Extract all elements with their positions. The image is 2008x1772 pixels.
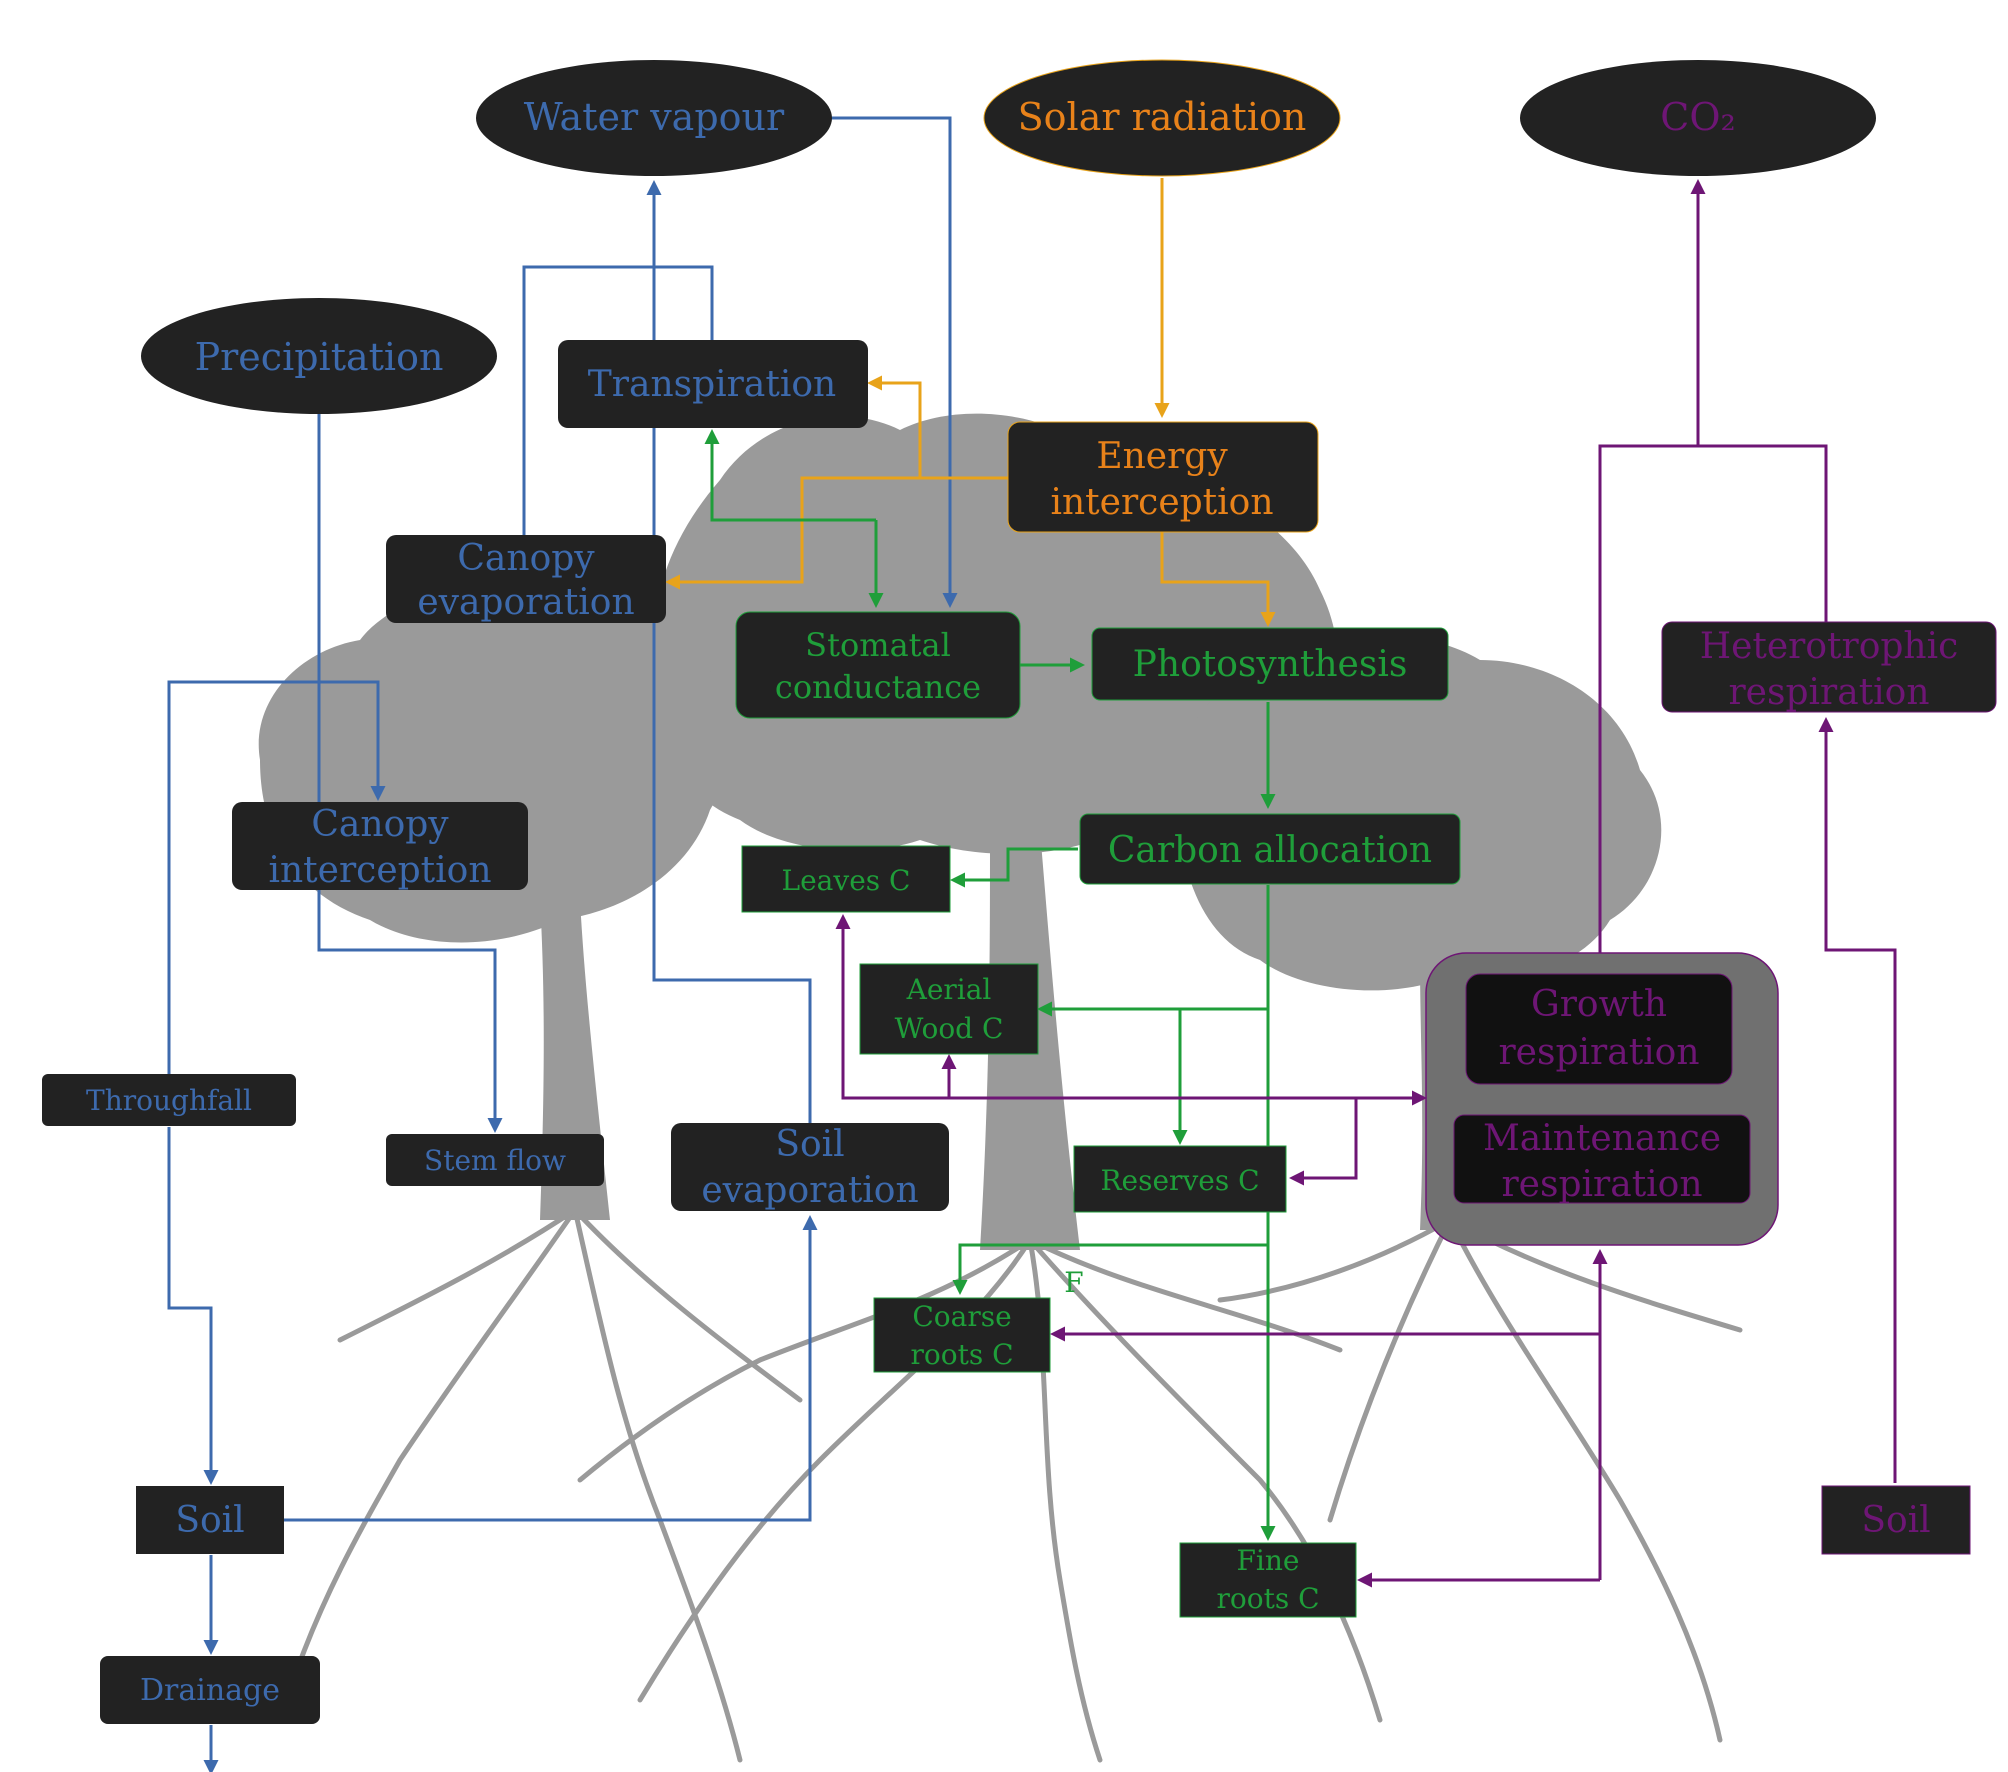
node-growth-respiration: Growth respiration (1465, 973, 1733, 1085)
growth-respiration-to-co2-line (1598, 444, 1828, 953)
soil-right-label: Soil (1861, 1500, 1930, 1541)
photosynthesis-label: Photosynthesis (1133, 644, 1408, 685)
node-stomatal-conductance: Stomatal conductance (735, 611, 1021, 719)
stomatal-to-transpiration-line (704, 429, 876, 522)
heterotrophic-respiration-line2: respiration (1728, 672, 1929, 713)
node-canopy-interception: Canopy interception (232, 802, 528, 891)
soil-left-label: Soil (175, 1500, 244, 1541)
energy-interception-line2: interception (1050, 482, 1273, 523)
reserves-c-label: Reserves C (1100, 1164, 1259, 1197)
node-coarse-roots-c: Coarse roots C (873, 1297, 1051, 1373)
node-maintenance-respiration: Maintenance respiration (1453, 1114, 1751, 1205)
node-transpiration: Transpiration (558, 340, 868, 428)
coarse-roots-c-line1: Coarse (912, 1300, 1011, 1333)
co2-label: CO₂ (1660, 95, 1735, 139)
node-heterotrophic-respiration: Heterotrophic respiration (1661, 621, 1997, 713)
throughfall-label: Throughfall (86, 1084, 252, 1117)
precipitation-label: Precipitation (195, 335, 444, 379)
node-drainage: Drainage (100, 1656, 320, 1724)
respiration-flow-lines (835, 179, 1897, 1588)
roots (287, 1207, 1743, 1763)
node-carbon-allocation: Carbon allocation (1079, 813, 1461, 885)
energy-to-photosynthesis-line (1160, 532, 1276, 627)
node-co2: CO₂ (1520, 60, 1876, 176)
maintenance-respiration-line2: respiration (1501, 1164, 1702, 1205)
solar-radiation-label: Solar radiation (1018, 95, 1307, 139)
stomatal-conductance-line2: conductance (775, 668, 981, 706)
node-soil-right: Soil (1821, 1485, 1971, 1555)
allocation-to-coarse-roots-line (952, 1243, 1268, 1295)
node-fine-roots-c: Fine roots C (1179, 1542, 1357, 1618)
aerial-wood-c-line2: Wood C (895, 1012, 1004, 1045)
growth-respiration-line1: Growth (1531, 984, 1667, 1025)
node-soil-left: Soil (136, 1486, 284, 1554)
fine-roots-c-line2: roots C (1216, 1582, 1319, 1615)
soil-to-heterotrophic-line (1818, 717, 1897, 1483)
aerial-wood-c-line1: Aerial (906, 973, 992, 1006)
drainage-label: Drainage (140, 1673, 280, 1708)
stray-letter-f: F (1064, 1266, 1083, 1299)
node-stem-flow: Stem flow (386, 1134, 604, 1186)
node-throughfall: Throughfall (42, 1074, 296, 1126)
precipitation-to-canopy-interception-line (167, 680, 386, 1075)
energy-flow-lines (665, 178, 1276, 627)
water-vapour-to-stomatal-line (825, 116, 958, 608)
canopy-evaporation-line1: Canopy (457, 538, 595, 579)
growth-respiration-line2: respiration (1498, 1032, 1699, 1073)
heterotrophic-respiration-line1: Heterotrophic (1700, 626, 1959, 667)
stem-flow-label: Stem flow (424, 1144, 566, 1177)
canopy-evap-to-transpiration-line (522, 265, 714, 535)
coarse-roots-c-line2: roots C (910, 1338, 1013, 1371)
canopy-evaporation-line2: evaporation (417, 582, 634, 623)
energy-interception-line1: Energy (1096, 436, 1228, 477)
leaves-c-label: Leaves C (782, 864, 911, 897)
soil-evaporation-line2: evaporation (701, 1170, 918, 1211)
energy-to-canopy-evap-line (665, 476, 1008, 590)
carbon-allocation-label: Carbon allocation (1108, 830, 1432, 871)
maintenance-respiration-line1: Maintenance (1483, 1118, 1721, 1159)
reserves-respiration-line (1289, 1098, 1358, 1186)
water-vapour-label: Water vapour (524, 95, 785, 139)
throughfall-to-soil-line (167, 1127, 219, 1485)
allocation-to-leaves-line (950, 847, 1078, 888)
water-flow-lines (167, 116, 958, 1772)
node-reserves-c: Reserves C (1073, 1145, 1287, 1213)
stomatal-conductance-line1: Stomatal (805, 626, 951, 664)
node-photosynthesis: Photosynthesis (1091, 627, 1449, 701)
node-leaves-c: Leaves C (741, 845, 951, 913)
fine-roots-c-line1: Fine (1237, 1544, 1300, 1577)
node-canopy-evaporation: Canopy evaporation (386, 535, 666, 623)
soil-evaporation-line1: Soil (775, 1124, 844, 1165)
node-precipitation: Precipitation (141, 298, 497, 414)
node-water-vapour: Water vapour (476, 60, 832, 176)
canopy-interception-line1: Canopy (311, 804, 449, 845)
node-aerial-wood-c: Aerial Wood C (859, 963, 1039, 1055)
transpiration-label: Transpiration (588, 364, 836, 405)
node-energy-interception: Energy interception (1007, 421, 1319, 533)
node-soil-evaporation: Soil evaporation (671, 1123, 949, 1211)
soil-to-soil-evaporation-line (284, 1215, 818, 1522)
node-solar-radiation: Solar radiation (983, 59, 1341, 177)
canopy-interception-line2: interception (268, 850, 491, 891)
